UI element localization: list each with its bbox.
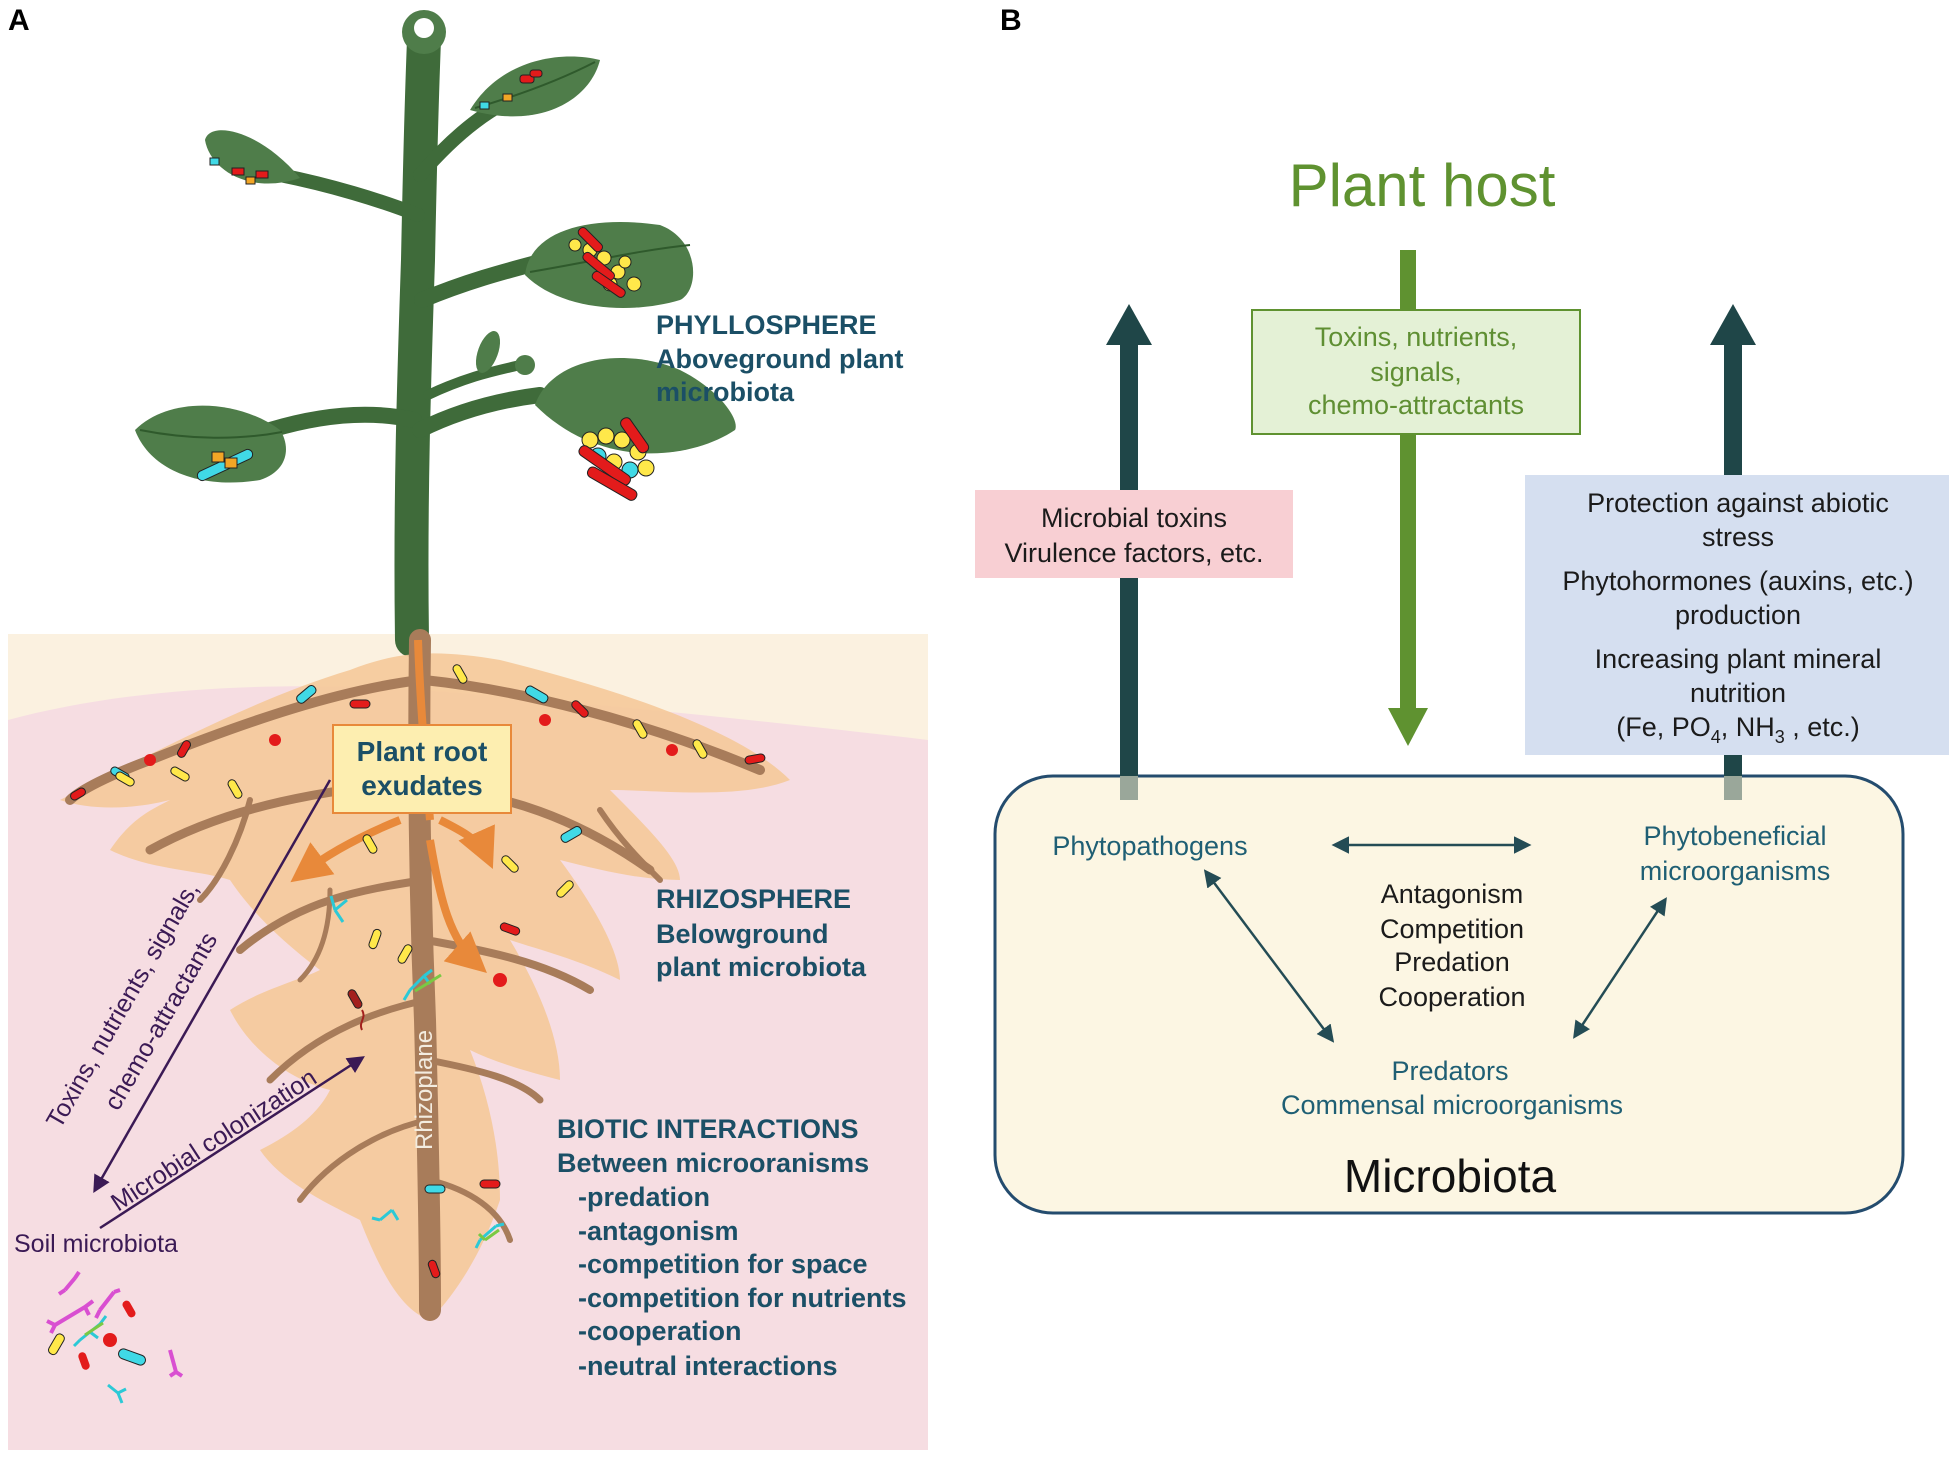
plant-shoot (262, 10, 548, 657)
biotic-item: -predation (578, 1182, 710, 1212)
rhizosphere-title: RHIZOSPHERE (656, 884, 851, 914)
interaction-predation: Predation (1394, 947, 1510, 977)
root-exudates-box: Plant root exudates (332, 724, 512, 814)
biotic-subtitle: Between microoranisms (557, 1148, 869, 1178)
phytopathogens-label: Phytopathogens (1052, 831, 1247, 861)
biotic-item: -neutral interactions (578, 1351, 838, 1381)
biotic-title: BIOTIC INTERACTIONS (557, 1114, 859, 1144)
rhizosphere-line-1: Belowground (656, 919, 828, 949)
leaf-mid-right (525, 222, 694, 308)
toxins-box: Microbial toxins Virulence factors, etc. (975, 490, 1293, 578)
phytobeneficial-label-2: microorganisms (1640, 856, 1831, 886)
benefit-line-6: nutrition (1690, 678, 1786, 708)
biotic-interactions: BIOTIC INTERACTIONS Between microoranism… (557, 1114, 906, 1381)
biotic-item: -competition for nutrients (578, 1283, 906, 1313)
soil-microbes (46, 1270, 184, 1404)
leaf-low-right (535, 357, 736, 454)
leaf-mid-left (135, 405, 286, 483)
benefit-line-3: Phytohormones (auxins, etc.) (1562, 566, 1913, 596)
phyllosphere-microbes (196, 69, 655, 501)
exudates-line-2: exudates (361, 770, 482, 801)
toxins-line-1: Microbial toxins (1041, 503, 1227, 533)
biotic-item: -cooperation (578, 1316, 742, 1346)
microbiota-title: Microbiota (1344, 1150, 1557, 1202)
biotic-item: -antagonism (578, 1216, 739, 1246)
plant-host-title: Plant host (1289, 152, 1556, 219)
panel-a-letter: A (8, 4, 30, 37)
benefit-box: Protection against abiotic stress Phytoh… (1525, 475, 1949, 755)
rhizosphere-microbes (70, 664, 766, 1279)
benefit-line-2: stress (1702, 522, 1774, 552)
right-diagonal-double-arrow (1573, 897, 1667, 1039)
signals-box: Toxins, nutrients, signals, chemo-attrac… (1251, 309, 1581, 435)
leaf-top-left (205, 130, 300, 184)
phyllosphere-label: PHYLLOSPHERE Aboveground plant microbiot… (656, 310, 903, 407)
phyllosphere-title: PHYLLOSPHERE (656, 310, 877, 340)
rhizosphere-label: RHIZOSPHERE Belowground plant microbiota (656, 884, 867, 982)
interaction-cooperation: Cooperation (1378, 982, 1525, 1012)
panel-b-letter: B (1000, 4, 1022, 37)
soil-microbiota-label: Soil microbiota (14, 1230, 178, 1258)
signals-line-2: signals, (1370, 357, 1462, 387)
phyllosphere-line-2: microbiota (656, 377, 795, 407)
benefit-line-7: (Fe, PO4, NH3 , etc.) (1616, 712, 1860, 747)
rhizosphere-line-2: plant microbiota (656, 952, 867, 982)
interaction-competition: Competition (1380, 914, 1524, 944)
left-diagonal-double-arrow (1203, 869, 1335, 1043)
predators-label: Predators (1391, 1056, 1508, 1086)
exudates-line-1: Plant root (357, 736, 488, 767)
interaction-antagonism: Antagonism (1381, 879, 1524, 909)
toxins-line-2: Virulence factors, etc. (1004, 538, 1263, 568)
phytobeneficial-label-1: Phytobeneficial (1643, 821, 1826, 851)
benefit-line-5: Increasing plant mineral (1595, 644, 1882, 674)
biotic-item: -competition for space (578, 1249, 868, 1279)
benefit-line-4: production (1675, 600, 1801, 630)
rhizoplane-label: Rhizoplane (411, 1030, 438, 1150)
signals-line-1: Toxins, nutrients, (1315, 322, 1518, 352)
phyllosphere-line-1: Aboveground plant (656, 344, 903, 374)
benefit-line-1: Protection against abiotic (1587, 488, 1889, 518)
commensal-label: Commensal microorganisms (1281, 1090, 1623, 1120)
signals-line-3: chemo-attractants (1308, 390, 1524, 420)
